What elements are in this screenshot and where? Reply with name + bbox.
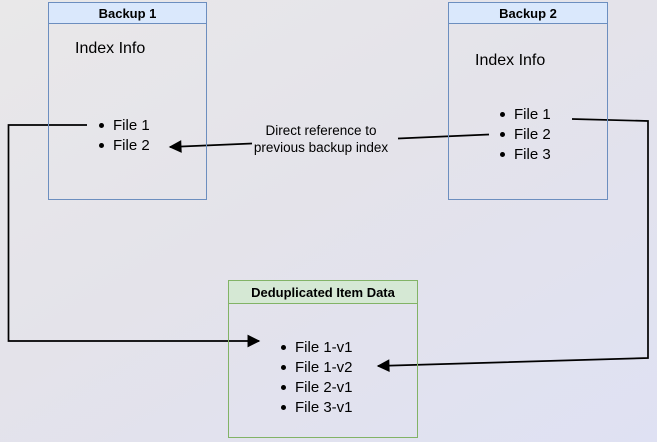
file-label: File 2 bbox=[514, 125, 551, 143]
dedup-title: Deduplicated Item Data bbox=[229, 281, 417, 304]
list-item: File 1-v1 bbox=[281, 337, 353, 357]
file-label: File 1-v2 bbox=[295, 358, 353, 376]
list-item: File 3 bbox=[500, 144, 551, 164]
list-item: File 1-v2 bbox=[281, 357, 353, 377]
backup2-file-list: File 1 File 2 File 3 bbox=[500, 104, 551, 164]
annotation-line1: Direct reference to bbox=[265, 123, 377, 138]
bullet-icon bbox=[281, 364, 286, 370]
backup2-title: Backup 2 bbox=[449, 3, 607, 24]
list-item: File 2 bbox=[99, 135, 150, 155]
bullet-icon bbox=[500, 151, 505, 157]
bullet-icon bbox=[500, 131, 505, 137]
file-label: File 1-v1 bbox=[295, 338, 353, 356]
backup1-file-list: File 1 File 2 bbox=[99, 115, 150, 155]
file-label: File 2 bbox=[113, 136, 150, 154]
list-item: File 1 bbox=[500, 104, 551, 124]
bullet-icon bbox=[500, 111, 505, 117]
file-label: File 1 bbox=[113, 116, 150, 134]
dedup-item-list: File 1-v1 File 1-v2 File 2-v1 File 3-v1 bbox=[281, 337, 353, 417]
file-label: File 2-v1 bbox=[295, 378, 353, 396]
bullet-icon bbox=[281, 404, 286, 410]
arrow-annotation: Direct reference to previous backup inde… bbox=[231, 122, 411, 156]
backup1-index-info-label: Index Info bbox=[75, 40, 146, 57]
list-item: File 2 bbox=[500, 124, 551, 144]
backup2-index-info-label: Index Info bbox=[475, 52, 546, 69]
file-label: File 3-v1 bbox=[295, 398, 353, 416]
dedup-box: Deduplicated Item Data File 1-v1 File 1-… bbox=[228, 280, 418, 438]
file-label: File 1 bbox=[514, 105, 551, 123]
bullet-icon bbox=[99, 142, 104, 148]
list-item: File 2-v1 bbox=[281, 377, 353, 397]
list-item: File 1 bbox=[99, 115, 150, 135]
backup1-title: Backup 1 bbox=[49, 3, 206, 24]
bullet-icon bbox=[281, 384, 286, 390]
backup1-box: Backup 1 Index Info File 1 File 2 bbox=[48, 2, 207, 200]
list-item: File 3-v1 bbox=[281, 397, 353, 417]
annotation-line2: previous backup index bbox=[253, 140, 389, 155]
bullet-icon bbox=[281, 344, 286, 350]
backup2-box: Backup 2 Index Info File 1 File 2 File 3 bbox=[448, 2, 608, 200]
bullet-icon bbox=[99, 122, 104, 128]
file-label: File 3 bbox=[514, 145, 551, 163]
